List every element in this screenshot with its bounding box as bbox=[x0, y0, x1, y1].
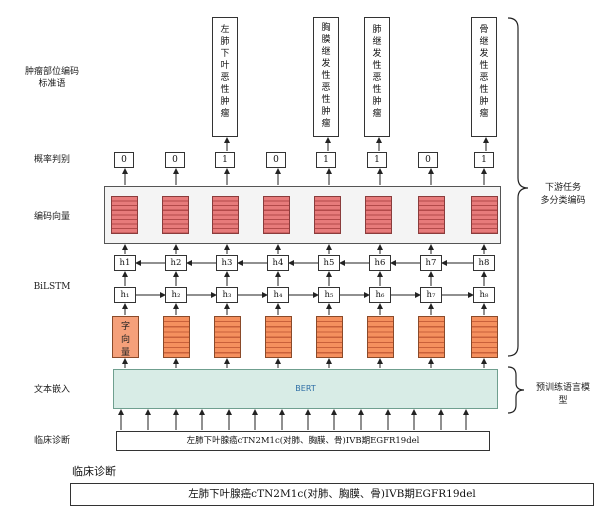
char-embedding-block bbox=[367, 316, 394, 358]
probability-box: 0 bbox=[266, 152, 286, 168]
encoding-vector-block bbox=[212, 196, 239, 234]
char-vector-block: 字向量 bbox=[112, 316, 139, 358]
char-embedding-block bbox=[214, 316, 241, 358]
encoding-vector-block bbox=[365, 196, 392, 234]
probability-box: 0 bbox=[418, 152, 438, 168]
probability-box: 0 bbox=[114, 152, 134, 168]
char-embedding-block bbox=[265, 316, 292, 358]
pretrain-brace bbox=[507, 366, 525, 414]
input-sentence-box: 左肺下叶腺癌cTN2M1c(对肺、胸膜、骨)IVB期EGFR19del bbox=[116, 431, 490, 451]
bert-block: BERT bbox=[113, 369, 498, 409]
char-embedding-block bbox=[316, 316, 343, 358]
bilstm-backward-state: h4 bbox=[267, 255, 289, 271]
output-term-box: 胸膜继发性恶性肿瘤 bbox=[313, 17, 339, 137]
bilstm-forward-state: h₈ bbox=[473, 287, 495, 303]
bilstm-forward-state: h₂ bbox=[165, 287, 187, 303]
row-label-probability: 概率判别 bbox=[33, 155, 70, 165]
row-label-bilstm: BiLSTM bbox=[33, 282, 71, 292]
bilstm-forward-state: h₁ bbox=[114, 287, 136, 303]
char-embedding-block bbox=[471, 316, 498, 358]
probability-box: 0 bbox=[165, 152, 185, 168]
probability-box: 1 bbox=[316, 152, 336, 168]
row-label-clinical-diagnosis: 临床诊断 bbox=[33, 436, 70, 446]
clinical-diagnosis-box: 左肺下叶腺癌cTN2M1c(对肺、胸膜、骨)IVB期EGFR19del bbox=[70, 483, 594, 506]
downstream-task-label: 下游任务 多分类编码 bbox=[540, 183, 586, 206]
bilstm-forward-state: h₇ bbox=[420, 287, 442, 303]
output-term-box: 左肺下叶恶性肿瘤 bbox=[212, 17, 238, 137]
encoding-vector-block bbox=[263, 196, 290, 234]
row-label-standard-term: 肿瘤部位编码 标准语 bbox=[24, 67, 79, 89]
bilstm-backward-state: h5 bbox=[318, 255, 340, 271]
char-embedding-block bbox=[163, 316, 190, 358]
encoding-vector-block bbox=[162, 196, 189, 234]
char-embedding-block bbox=[418, 316, 445, 358]
bilstm-forward-state: h₃ bbox=[216, 287, 238, 303]
bilstm-backward-state: h6 bbox=[369, 255, 391, 271]
clinical-diagnosis-title: 临床诊断 bbox=[72, 465, 116, 478]
bilstm-forward-state: h₅ bbox=[318, 287, 340, 303]
bilstm-backward-state: h8 bbox=[473, 255, 495, 271]
encoding-vector-block bbox=[314, 196, 341, 234]
row-label-text-embedding: 文本嵌入 bbox=[33, 385, 70, 395]
output-term-box: 肺继发性恶性肿瘤 bbox=[364, 17, 390, 137]
encoding-vector-block bbox=[418, 196, 445, 234]
bilstm-backward-state: h1 bbox=[114, 255, 136, 271]
probability-box: 1 bbox=[474, 152, 494, 168]
pretrained-model-label: 预训练语言模 型 bbox=[535, 383, 590, 406]
downstream-brace bbox=[507, 17, 529, 357]
bilstm-backward-state: h7 bbox=[420, 255, 442, 271]
bilstm-forward-state: h₄ bbox=[267, 287, 289, 303]
bilstm-backward-state: h2 bbox=[165, 255, 187, 271]
encoding-vector-block bbox=[471, 196, 498, 234]
bilstm-forward-state: h₆ bbox=[369, 287, 391, 303]
probability-box: 1 bbox=[215, 152, 235, 168]
bilstm-backward-state: h3 bbox=[216, 255, 238, 271]
encoding-vector-block bbox=[111, 196, 138, 234]
output-term-box: 骨继发性恶性肿瘤 bbox=[471, 17, 497, 137]
row-label-encoding-vector: 编码向量 bbox=[33, 212, 70, 222]
probability-box: 1 bbox=[367, 152, 387, 168]
